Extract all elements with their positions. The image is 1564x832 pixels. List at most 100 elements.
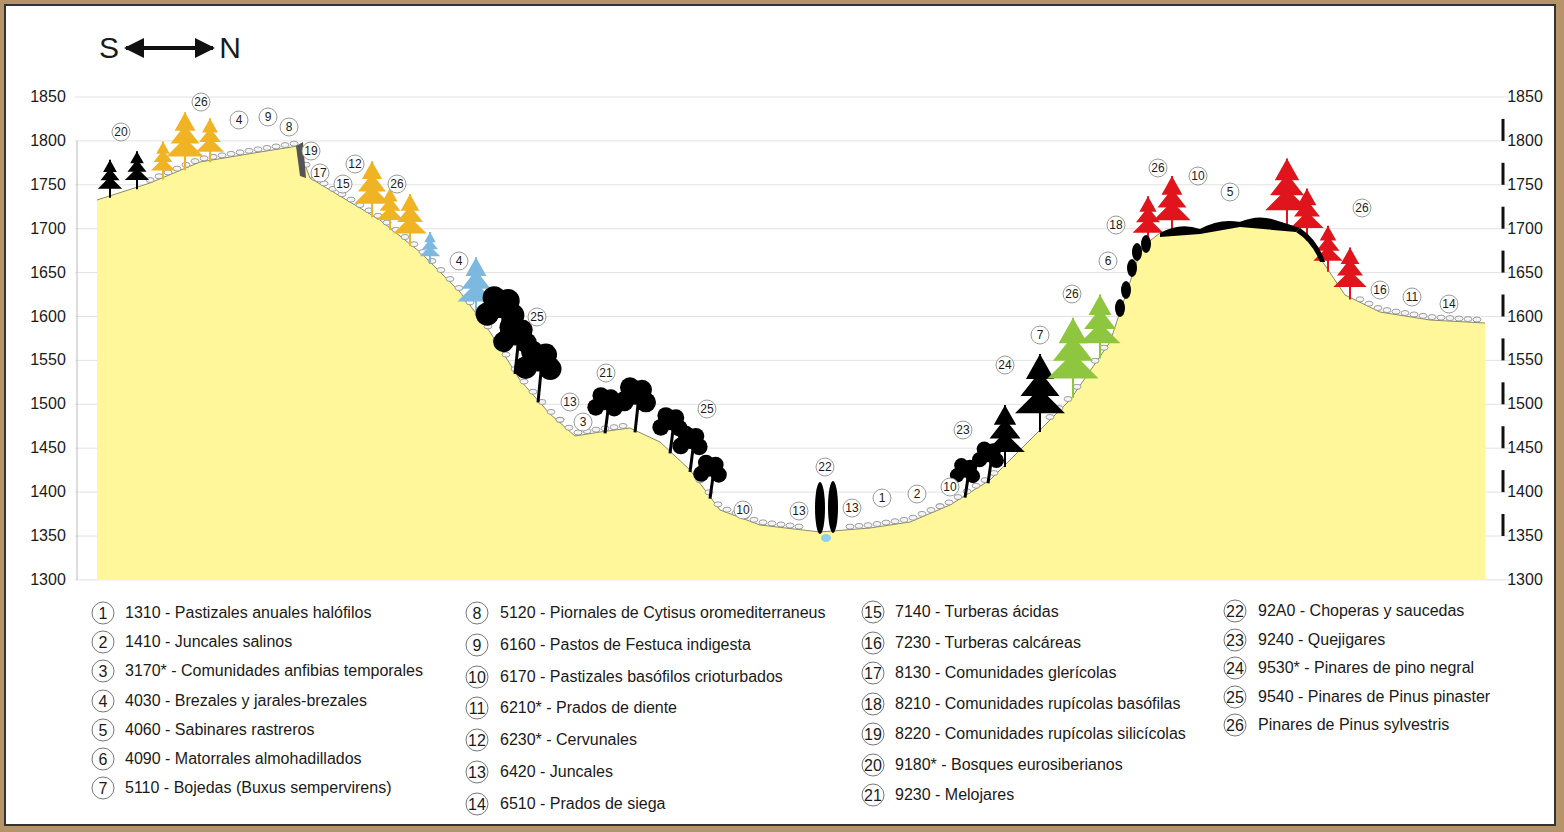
- shrub-symbol: [455, 286, 463, 291]
- conifer-tree: [151, 142, 175, 180]
- shrub-symbol: [918, 511, 926, 516]
- legend-number: 10: [466, 665, 489, 688]
- legend-number: 6: [92, 748, 115, 771]
- axis-value: 1650: [30, 264, 66, 282]
- shrub-symbol: [502, 352, 510, 357]
- shrub-symbol: [1383, 308, 1391, 313]
- shrub-symbol: [272, 144, 280, 149]
- conifer-tree: [125, 151, 149, 189]
- rock-outcrop: [1121, 281, 1131, 299]
- shrub-symbol: [795, 524, 803, 529]
- legend-text: 8210 - Comunidades rupícolas basófilas: [895, 695, 1181, 713]
- shrub-symbol: [936, 504, 944, 509]
- shrub-symbol: [529, 389, 537, 394]
- callout-number: 10: [1189, 167, 1208, 186]
- callout-number: 24: [996, 356, 1015, 375]
- rock-outcrop: [1127, 259, 1137, 277]
- shrub-symbol: [1437, 315, 1445, 320]
- shrub-symbol: [155, 174, 163, 179]
- callout-number: 25: [698, 400, 717, 419]
- shrub-symbol: [909, 515, 917, 520]
- shrub-symbol: [263, 145, 271, 150]
- legend-text: 9530* - Pinares de pino negral: [1258, 659, 1474, 677]
- legend-text: 9540 - Pinares de Pinus pinaster: [1258, 688, 1490, 706]
- callout-number: 8: [280, 118, 299, 137]
- legend-number: 4: [92, 689, 115, 712]
- conifer-tree: [985, 405, 1025, 467]
- shrub-symbol: [864, 523, 872, 528]
- conifer-tree: [1153, 176, 1190, 234]
- shrub-symbol: [1064, 397, 1072, 402]
- legend-number: 11: [466, 697, 489, 720]
- callout-number: 4: [230, 111, 249, 130]
- callout-number: 26: [388, 175, 407, 194]
- conifer-tree: [196, 118, 224, 162]
- shrub-symbol: [972, 483, 980, 488]
- axis-value: 1450: [1507, 439, 1543, 457]
- callout-number: 19: [302, 142, 321, 161]
- rock-outcrop: [1296, 228, 1325, 262]
- axis-value: 1800: [1507, 132, 1543, 150]
- shrub-symbol: [900, 517, 908, 522]
- shrub-symbol: [873, 521, 881, 526]
- conifer-tree: [377, 188, 404, 230]
- shrub-symbol: [547, 409, 555, 414]
- legend-text: 1310 - Pastizales anuales halófilos: [125, 604, 371, 622]
- rock-outcrop: [1141, 235, 1151, 253]
- callout-number: 12: [346, 155, 365, 174]
- shrub-symbol: [281, 143, 289, 148]
- shrub-symbol: [556, 417, 564, 422]
- legend-number: 26: [1224, 714, 1247, 737]
- legend-number: 15: [862, 601, 885, 624]
- legend-number: 24: [1224, 657, 1247, 680]
- shrub-symbol: [1473, 317, 1481, 322]
- callout-number: 26: [1353, 199, 1372, 218]
- callout-number: 1: [873, 489, 892, 508]
- axis-value: 1300: [1507, 571, 1543, 589]
- shrub-symbol: [446, 277, 454, 282]
- axis-tick: [1502, 295, 1505, 317]
- axis-tick: [1502, 514, 1505, 536]
- shrub-symbol: [1073, 384, 1081, 389]
- shrub-symbol: [1410, 312, 1418, 317]
- shrub-symbol: [954, 495, 962, 500]
- conifer-tree: [98, 160, 122, 198]
- legend-text: 1410 - Juncales salinos: [125, 633, 292, 651]
- shrub-symbol: [855, 523, 863, 528]
- shrub-symbol: [1401, 311, 1409, 316]
- shrub-symbol: [1374, 306, 1382, 311]
- callout-number: 13: [561, 393, 580, 412]
- direction-arrow: [126, 46, 213, 50]
- grid-line: [75, 140, 1510, 141]
- callout-number: 2: [908, 485, 927, 504]
- callout-number: 13: [843, 499, 862, 518]
- broadleaf-tree: [614, 377, 656, 432]
- shrub-symbol: [592, 427, 600, 432]
- callout-number: 6: [1099, 252, 1118, 271]
- legend-number: 16: [862, 631, 885, 654]
- axis-value: 1450: [30, 439, 66, 457]
- shrub-symbol: [759, 520, 767, 525]
- legend-number: 20: [862, 753, 885, 776]
- legend-text: 4090 - Matorrales almohadillados: [125, 750, 362, 768]
- legend-text: 6210* - Prados de diente: [500, 699, 677, 717]
- conifer-tree: [1290, 189, 1323, 241]
- legend-number: 21: [862, 784, 885, 807]
- legend-text: 8130 - Comunidades glerícolas: [895, 664, 1116, 682]
- axis-value: 1600: [1507, 308, 1543, 326]
- shrub-symbol: [191, 159, 199, 164]
- legend-number: 1: [92, 602, 115, 625]
- conifer-tree: [1333, 247, 1366, 299]
- conifer-tree: [393, 194, 426, 246]
- broadleaf-tree: [693, 455, 727, 499]
- shrub-symbol: [619, 423, 627, 428]
- shrub-symbol: [410, 242, 418, 247]
- callout-number: 13: [790, 502, 809, 521]
- axis-value: 1350: [1507, 527, 1543, 545]
- callout-number: 3: [574, 413, 593, 432]
- legend-number: 8: [466, 602, 489, 625]
- axis-tick: [1502, 382, 1505, 404]
- legend-text: 9230 - Melojares: [895, 786, 1014, 804]
- legend-text: 9180* - Bosques eurosiberianos: [895, 756, 1123, 774]
- shrub-symbol: [1455, 316, 1463, 321]
